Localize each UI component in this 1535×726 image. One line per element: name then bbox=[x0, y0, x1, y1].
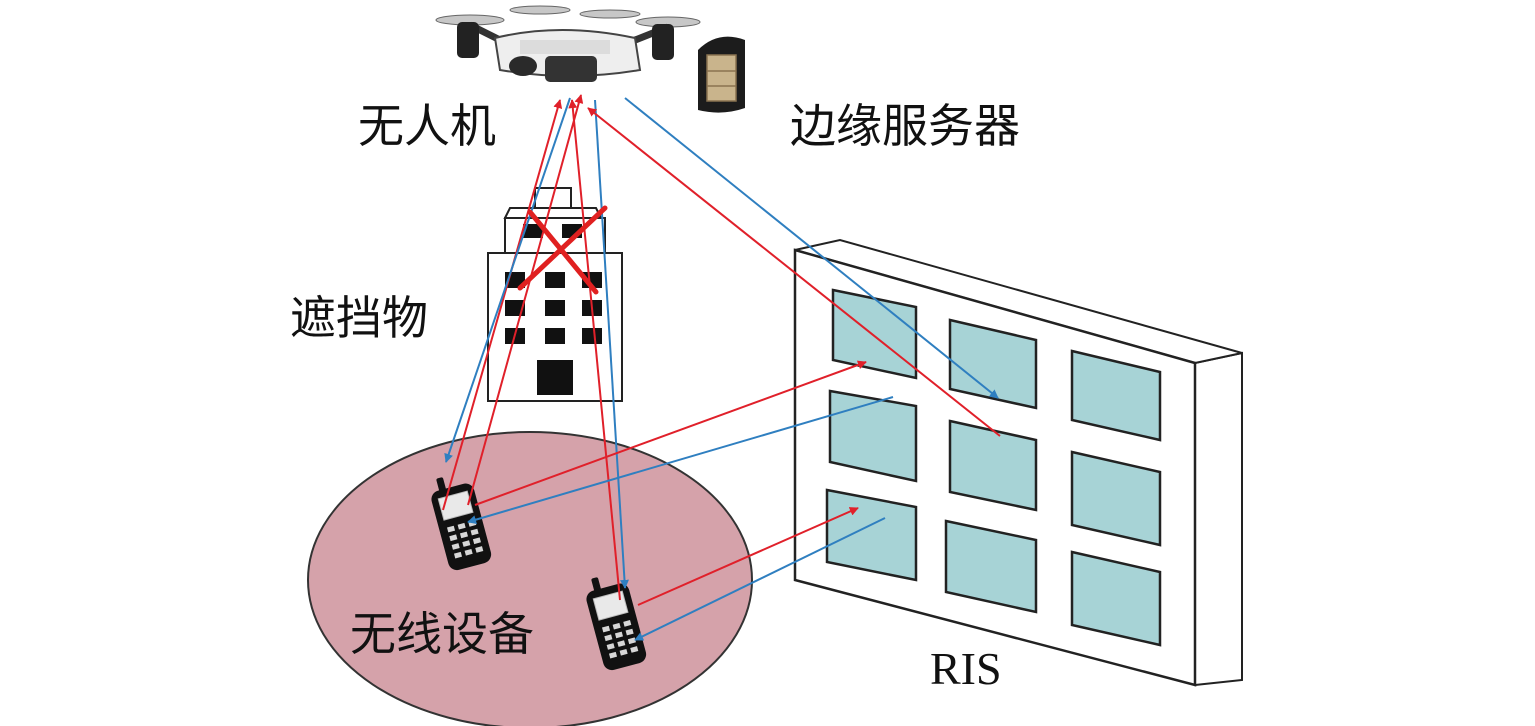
phone-key bbox=[623, 620, 632, 627]
phone-key bbox=[601, 625, 611, 633]
phone-key bbox=[446, 525, 456, 533]
blocked-cross-icon bbox=[517, 205, 608, 295]
server-icon bbox=[698, 36, 745, 113]
uplink-arrow bbox=[474, 360, 867, 506]
phone-key bbox=[612, 622, 621, 630]
building-window bbox=[545, 300, 565, 316]
ris-element bbox=[1070, 349, 1162, 442]
phone-icon bbox=[586, 577, 647, 671]
edge-server-label: 边缘服务器 bbox=[790, 99, 1020, 153]
ris-element bbox=[948, 318, 1038, 410]
uplink-arrow bbox=[442, 99, 563, 511]
ris-panel-side bbox=[1194, 351, 1243, 687]
downlink-arrow bbox=[634, 517, 886, 641]
phone-key bbox=[625, 628, 634, 636]
downlink-arrow bbox=[467, 396, 894, 525]
ris-element bbox=[944, 519, 1038, 614]
building-roof bbox=[503, 207, 603, 219]
phone-key bbox=[470, 528, 479, 536]
building-window bbox=[582, 328, 602, 344]
ris-element bbox=[948, 419, 1038, 512]
phone-key bbox=[453, 551, 463, 559]
downlink-arrow bbox=[444, 97, 571, 463]
phone-key bbox=[617, 640, 626, 647]
phone-key bbox=[457, 522, 466, 530]
drone-body-stripe bbox=[520, 40, 610, 54]
uplink-arrow bbox=[587, 107, 1001, 437]
ris-element bbox=[1070, 550, 1162, 647]
uplink-arrow bbox=[467, 94, 584, 506]
phone-key bbox=[627, 637, 636, 645]
drone-motor bbox=[652, 24, 674, 60]
phone-key bbox=[464, 548, 473, 556]
drone-motor bbox=[457, 22, 479, 58]
phone-key bbox=[451, 543, 460, 550]
phone-key bbox=[449, 534, 458, 542]
building-window bbox=[505, 300, 525, 316]
phone-key bbox=[462, 540, 471, 547]
phone-key bbox=[630, 646, 639, 653]
ris-element-grid bbox=[825, 288, 1162, 647]
phone-key bbox=[614, 631, 624, 639]
downlink-arrow bbox=[594, 99, 629, 589]
drone-propeller bbox=[509, 5, 571, 15]
phone-key bbox=[475, 546, 484, 553]
uplink-arrow bbox=[568, 99, 621, 601]
device-coverage-area bbox=[307, 431, 753, 726]
phone-key bbox=[604, 634, 613, 642]
drone-propeller bbox=[579, 9, 641, 19]
phone-key bbox=[472, 537, 481, 545]
downlink-arrow bbox=[624, 97, 999, 399]
drone-camera-mount bbox=[545, 56, 597, 82]
phone-key bbox=[459, 531, 469, 539]
ris-element bbox=[831, 288, 918, 380]
phone-key bbox=[608, 651, 618, 659]
phone-key bbox=[619, 648, 628, 656]
obstacle-label: 遮挡物 bbox=[290, 291, 428, 345]
uplink-arrow bbox=[637, 507, 859, 606]
building-window bbox=[545, 328, 565, 344]
server-panel bbox=[706, 54, 737, 102]
ris-label: RIS bbox=[930, 643, 1002, 694]
phone-key bbox=[606, 643, 615, 650]
uav-label: 无人机 bbox=[358, 99, 496, 153]
building-window bbox=[545, 272, 565, 288]
ris-element bbox=[828, 389, 918, 483]
ris-panel bbox=[793, 238, 1243, 687]
ris-element bbox=[1070, 450, 1162, 547]
drone-icon bbox=[435, 5, 701, 82]
wireless-devices-label: 无线设备 bbox=[350, 607, 534, 661]
building-door bbox=[537, 360, 573, 395]
building-window bbox=[523, 224, 543, 238]
drone-camera bbox=[509, 56, 537, 76]
